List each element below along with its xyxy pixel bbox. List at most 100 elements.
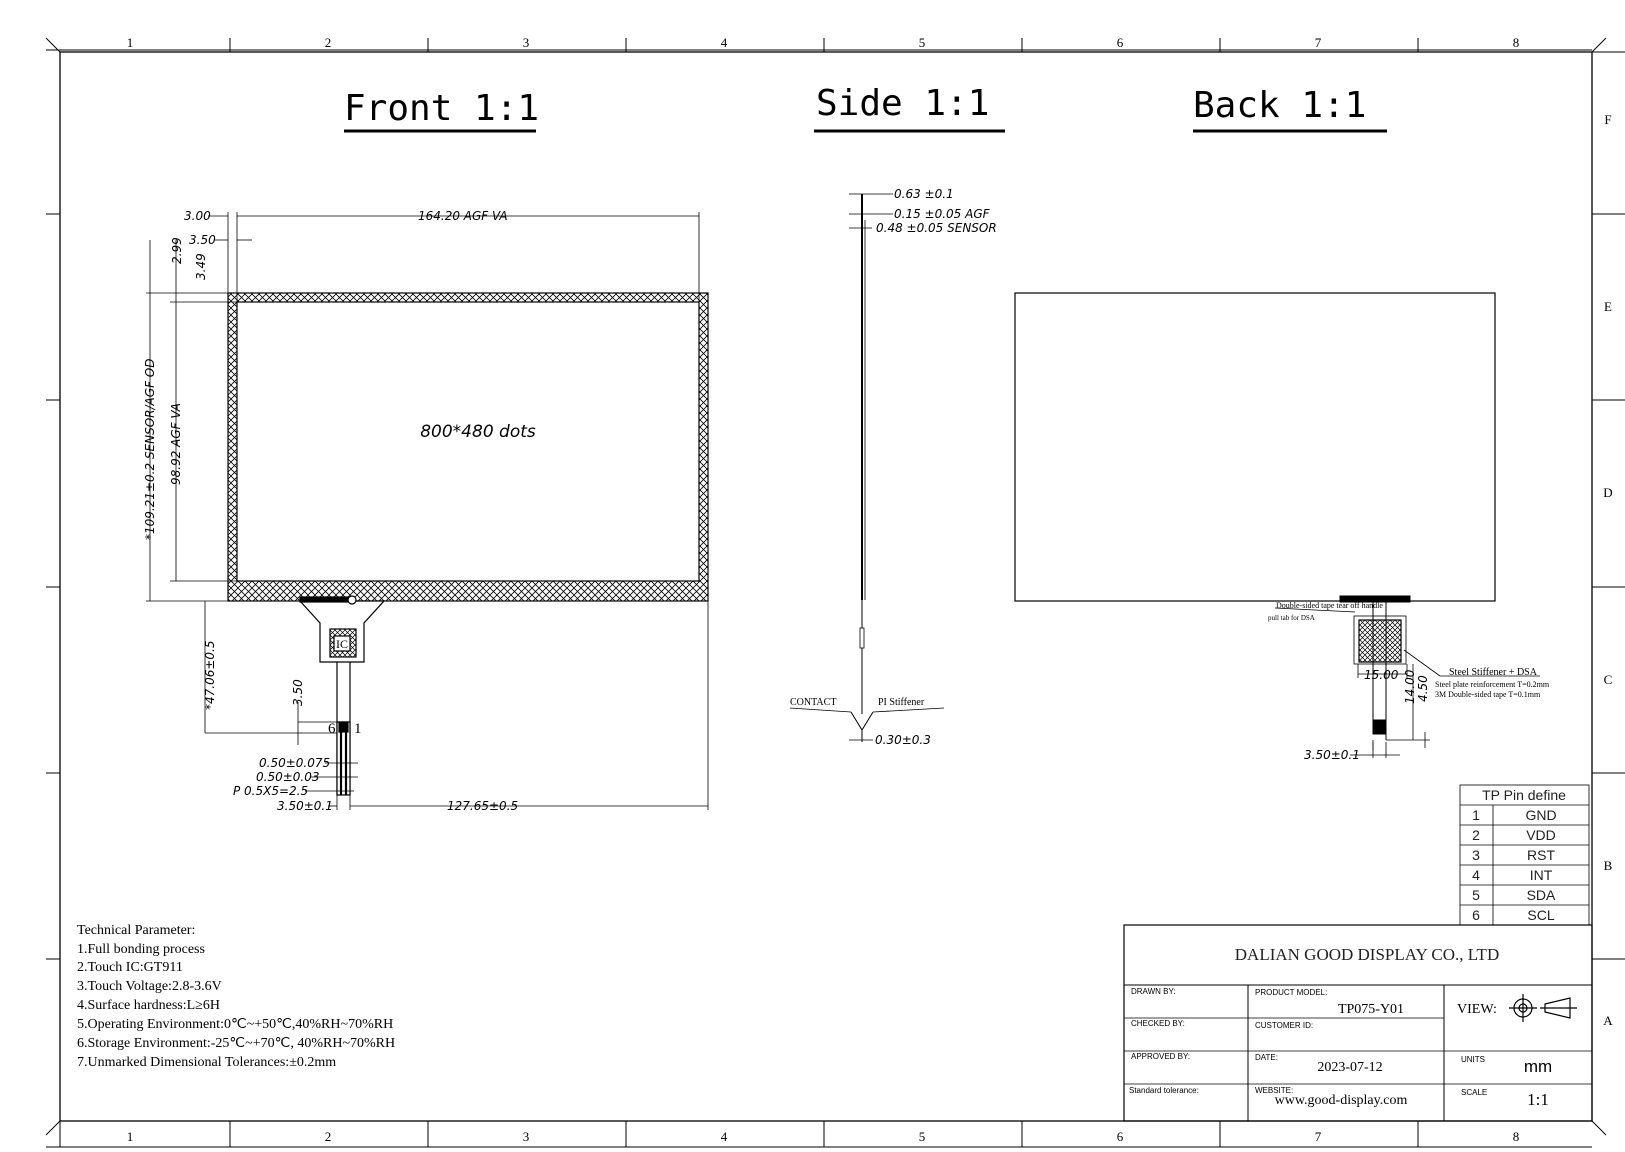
label-contact: CONTACT	[790, 697, 836, 708]
col-label-bottom: 3	[523, 1129, 530, 1144]
standard-tolerance-label: Standard tolerance:	[1129, 1086, 1199, 1095]
label-3m-tape: 3M Double-sided tape T=0.1mm	[1435, 690, 1541, 699]
row-label-right: C	[1604, 672, 1613, 687]
pin-name: VDD	[1526, 827, 1556, 843]
website-value: www.good-display.com	[1275, 1093, 1408, 1108]
col-label-bottom: 6	[1117, 1129, 1124, 1144]
pin-number: 6	[1472, 907, 1480, 923]
dim-offset: 127.65±0.5	[447, 799, 518, 813]
label-steel-stiffener: Steel Stiffener + DSA	[1449, 667, 1538, 678]
dim-fpc-length: *47.06±0.5	[203, 641, 217, 711]
pin-number: 2	[1472, 827, 1480, 843]
back-dim-450: 4.50	[1416, 675, 1430, 702]
company-name: DALIAN GOOD DISPLAY CO., LTD	[1235, 945, 1499, 964]
tech-line: 7.Unmarked Dimensional Tolerances:±0.2mm	[77, 1055, 336, 1070]
label-pi-stiffener: PI Stiffener	[878, 697, 925, 708]
col-label-bottom: 2	[325, 1129, 332, 1144]
back-view-title: Back 1:1	[1193, 85, 1366, 126]
col-label-top: 1	[127, 35, 134, 50]
label-steel-plate: Steel plate reinforcement T=0.2mm	[1435, 680, 1550, 689]
side-dimension-lines	[849, 193, 893, 741]
side-dim-sensor: 0.48 ±0.05 SENSOR	[876, 221, 997, 235]
tech-line: 1.Full bonding process	[77, 942, 205, 957]
back-panel	[1014, 292, 1496, 750]
front-dimension-lines	[146, 212, 709, 810]
col-label-top: 3	[523, 35, 530, 50]
row-dividers	[46, 213, 1625, 960]
pin-define-table	[1459, 784, 1590, 926]
label-pull-tab: pull tab for DSA	[1268, 614, 1315, 622]
pin-number: 3	[1472, 847, 1480, 863]
col-label-bottom: 4	[721, 1129, 728, 1144]
title-block	[1123, 924, 1593, 1122]
tech-title: Technical Parameter:	[77, 923, 195, 938]
column-dividers-top	[229, 38, 1419, 52]
view-projection-icon	[1509, 994, 1577, 1022]
pin-table-header: TP Pin define	[1482, 787, 1566, 803]
scale-label: SCALE	[1461, 1088, 1487, 1097]
pin-6-label: 6	[328, 721, 336, 737]
dots-label: 800*480 dots	[420, 422, 536, 442]
date-value: 2023-07-12	[1317, 1060, 1382, 1075]
ic-label: IC	[336, 637, 348, 651]
scale-value: 1:1	[1527, 1090, 1549, 1109]
tech-line: 4.Surface hardness:L≥6H	[77, 998, 220, 1013]
side-dim-agf: 0.15 ±0.05 AGF	[894, 207, 991, 221]
row-label-right: F	[1604, 112, 1611, 127]
dim-pin-b: 0.50±0.03	[256, 770, 320, 784]
row-label-right: A	[1603, 1013, 1613, 1028]
label-tape-tear-off: Double-sided tape tear off handle	[1276, 601, 1383, 610]
col-label-top: 6	[1117, 35, 1124, 50]
row-label-right: D	[1603, 485, 1612, 500]
website-label: WEBSITE:	[1255, 1086, 1293, 1095]
pin-number: 1	[1472, 807, 1480, 823]
row-label-right: B	[1604, 858, 1613, 873]
col-label-bottom: 7	[1315, 1129, 1322, 1144]
pin-name: SDA	[1527, 887, 1556, 903]
pin-name: SCL	[1527, 907, 1554, 923]
col-label-bottom: 5	[919, 1129, 926, 1144]
back-dim-1500: 15.00	[1364, 668, 1399, 682]
front-active-area	[236, 301, 700, 582]
dim-va-width: 164.20 AGF VA	[418, 209, 508, 223]
dim-height-od: *109.21±0.2 SENSOR/AGF OD	[143, 359, 157, 540]
back-dim-350: 3.50±0.1	[1304, 748, 1360, 762]
front-view-title: Front 1:1	[344, 88, 539, 129]
column-dividers-bottom	[229, 1121, 1419, 1147]
tech-line: 5.Operating Environment:0℃~+50℃,40%RH~70…	[77, 1017, 393, 1032]
col-label-top: 7	[1315, 35, 1322, 50]
date-label: DATE:	[1255, 1053, 1278, 1062]
side-dim-fpc: 0.30±0.3	[875, 733, 931, 747]
back-dim-1400: 14.00	[1403, 669, 1417, 704]
customer-id-label: CUSTOMER ID:	[1255, 1021, 1313, 1030]
pin-number: 4	[1472, 867, 1480, 883]
approved-by-label: APPROVED BY:	[1131, 1052, 1190, 1061]
side-dim-total: 0.63 ±0.1	[894, 187, 954, 201]
drawn-by-label: DRAWN BY:	[1131, 987, 1176, 996]
col-label-bottom: 1	[127, 1129, 134, 1144]
product-model-value: TP075-Y01	[1338, 1002, 1404, 1017]
units-value: mm	[1524, 1057, 1552, 1076]
tech-line: 2.Touch IC:GT911	[77, 960, 183, 975]
dim-height-va: 98.92 AGF VA	[169, 403, 183, 485]
col-label-top: 5	[919, 35, 926, 50]
pin-name: RST	[1527, 847, 1555, 863]
pin-name: GND	[1525, 807, 1556, 823]
view-label: VIEW:	[1457, 1002, 1497, 1017]
front-panel: 800*480 dots	[227, 292, 709, 602]
dim-top-b: 3.49	[194, 253, 208, 280]
col-label-bottom: 8	[1513, 1129, 1520, 1144]
product-model-label: PRODUCT MODEL:	[1255, 988, 1327, 997]
row-label-right: E	[1604, 299, 1612, 314]
dim-border-left: 3.00	[184, 209, 211, 223]
tech-line: 3.Touch Voltage:2.8-3.6V	[77, 979, 222, 994]
col-label-top: 2	[325, 35, 332, 50]
col-label-top: 8	[1513, 35, 1520, 50]
tech-line: 6.Storage Environment:-25℃~+70℃, 40%RH~7…	[77, 1036, 395, 1051]
side-view-title: Side 1:1	[816, 83, 989, 124]
pin-name: INT	[1530, 867, 1553, 883]
units-label: UNITS	[1461, 1055, 1485, 1064]
dim-fpc-350: 3.50	[291, 679, 305, 706]
dim-border-left2: 3.50	[189, 233, 216, 247]
